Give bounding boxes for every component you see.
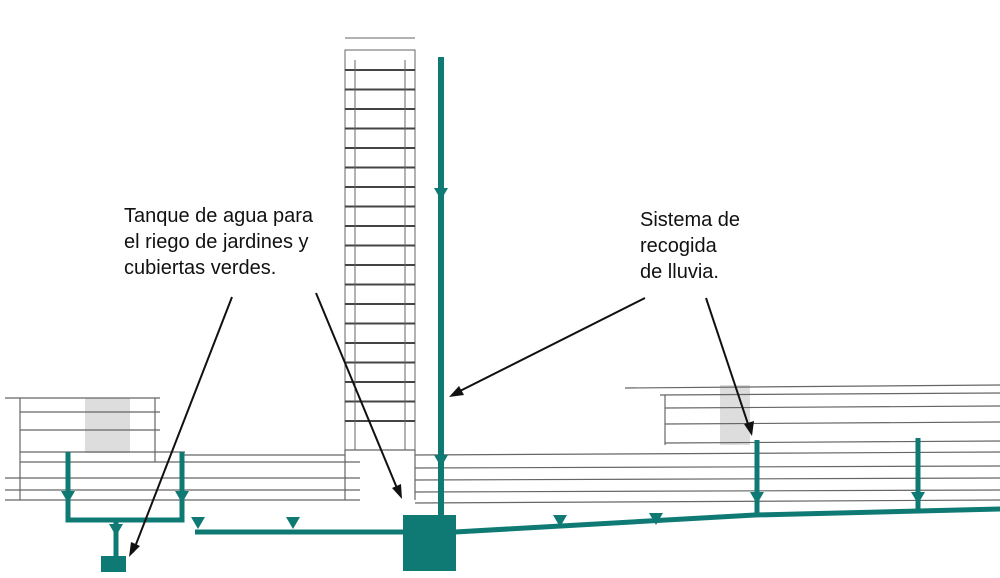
callout-leaders (132, 292, 751, 553)
flow-arrow (750, 492, 764, 504)
arrowhead-tank-left (129, 542, 140, 557)
left-collector-pipe (65, 452, 185, 523)
basement (180, 449, 416, 500)
rain-label-line: de lluvia. (640, 261, 719, 283)
flow-arrow (109, 524, 123, 536)
arrowhead-rain-pipe (449, 386, 464, 397)
flow-arrow (175, 491, 189, 503)
right-building (414, 384, 1000, 504)
tank-callout-label: Tanque de agua para el riego de jardines… (124, 203, 313, 281)
leader-rain-pipe (455, 297, 646, 394)
flow-arrow (911, 492, 925, 504)
rain-label-line: Sistema de (640, 209, 741, 231)
rain-system-callout-label: Sistema de recogida de lluvia. (640, 207, 740, 285)
flow-arrow (649, 513, 663, 525)
callout-arrowheads (129, 386, 754, 557)
tank-label-line: Tanque de agua para (124, 205, 314, 227)
leader-tank-left (132, 296, 233, 553)
flow-arrow (286, 517, 300, 529)
rainwater-tank (403, 515, 456, 571)
flow-arrows (61, 188, 925, 536)
flow-arrow (553, 515, 567, 527)
leader-rain-right (705, 297, 751, 431)
right-collector-pipe (454, 506, 1000, 535)
tank-label-line: cubiertas verdes. (124, 257, 277, 279)
flow-arrow (61, 491, 75, 503)
arrowhead-tank-center (392, 484, 402, 499)
tower (344, 37, 416, 451)
flow-arrow (434, 455, 448, 467)
tank-label-line: el riego de jardines y (124, 231, 309, 253)
flow-arrow (191, 517, 205, 529)
irrigation-water-tank (101, 556, 126, 572)
rainwater-pipe-system (65, 57, 1000, 558)
rain-label-line: recogida (640, 235, 717, 257)
arrowhead-rain-right (744, 421, 754, 436)
leader-tank-center (315, 292, 400, 494)
flow-arrow (434, 188, 448, 200)
